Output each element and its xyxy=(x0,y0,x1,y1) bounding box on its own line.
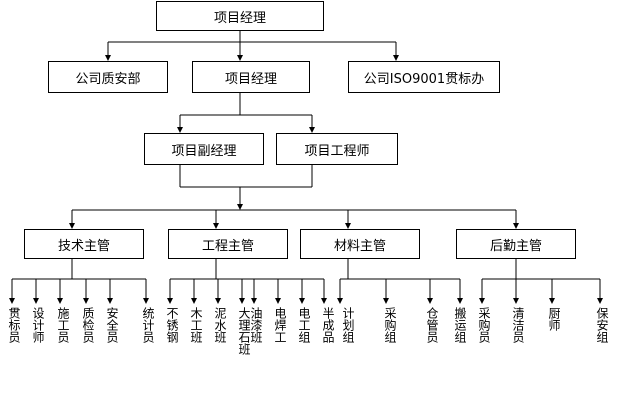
leaf-tech-5: 安全员 xyxy=(105,307,119,343)
leaf-eng-4: 大理石班 xyxy=(237,307,251,355)
node-material-supervisor: 材料主管 xyxy=(300,229,420,259)
node-iso-office: 公司ISO9001贯标办 xyxy=(348,61,500,93)
leaf-logistics-3: 厨师 xyxy=(547,307,561,331)
leaf-material-3: 仓管员 xyxy=(425,307,439,343)
leaf-material-1: 计划组 xyxy=(341,307,355,343)
leaf-eng-2: 木工班 xyxy=(189,307,203,343)
leaf-eng-7: 电工组 xyxy=(297,307,311,343)
leaf-eng-5: 油漆班 xyxy=(249,307,263,343)
node-project-engineer: 项目工程师 xyxy=(276,133,398,165)
node-engineering-supervisor: 工程主管 xyxy=(168,229,288,259)
leaf-eng-8: 半成品 xyxy=(321,307,335,343)
leaf-material-4: 搬运组 xyxy=(453,307,467,343)
leaf-eng-1: 不锈钢 xyxy=(165,307,179,343)
node-top-project-manager: 项目经理 xyxy=(156,1,324,31)
node-tech-supervisor: 技术主管 xyxy=(24,229,144,259)
node-deputy-manager: 项目副经理 xyxy=(144,133,264,165)
leaf-material-2: 采购组 xyxy=(383,307,397,343)
leaf-tech-6: 统计员 xyxy=(141,307,155,343)
leaf-eng-6: 电焊工 xyxy=(273,307,287,343)
leaf-logistics-4: 保安组 xyxy=(595,307,609,343)
leaf-tech-3: 施工员 xyxy=(56,307,70,343)
leaf-tech-1: 贯标员 xyxy=(7,307,21,343)
leaf-logistics-2: 清洁员 xyxy=(511,307,525,343)
node-quality-safety-dept: 公司质安部 xyxy=(48,61,168,93)
node-logistics-supervisor: 后勤主管 xyxy=(456,229,576,259)
leaf-tech-4: 质检员 xyxy=(81,307,95,343)
leaf-logistics-1: 采购员 xyxy=(477,307,491,343)
node-project-manager: 项目经理 xyxy=(192,61,310,93)
leaf-tech-2: 设计师 xyxy=(31,307,45,343)
leaf-eng-3: 泥水班 xyxy=(213,307,227,343)
